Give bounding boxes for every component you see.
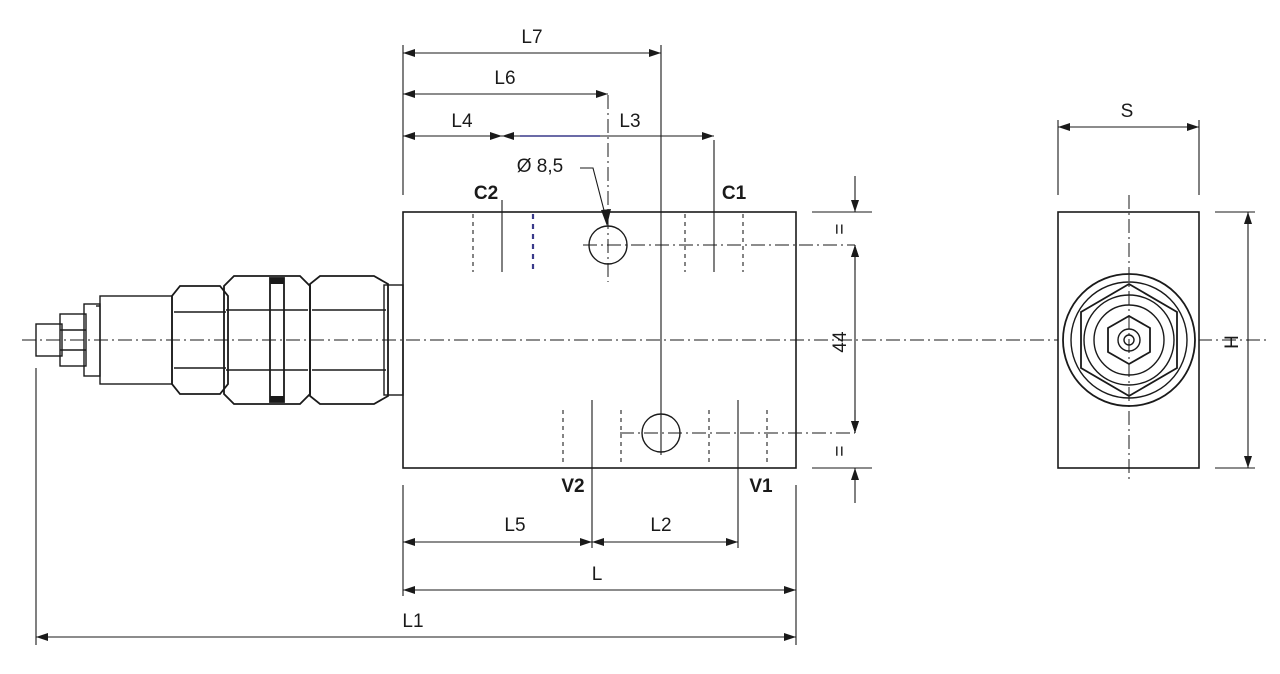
side-view-hex [1080,282,1178,398]
labels: L7 L6 L4 L3 Ø 8,5 C2 C1 V2 V1 L5 L2 L L1… [402,27,1243,632]
diameter-leader [580,167,607,219]
adjusting-screw [59,313,87,367]
label-l7: L7 [521,27,542,48]
label-l5: L5 [504,515,525,536]
label-equal-bottom: = [830,445,851,456]
valve-side-view [1057,195,1200,480]
cartridge-collar [383,284,404,396]
label-height-44: 44 [830,331,851,353]
label-l2: L2 [650,515,671,536]
cartridge-assembly [35,275,404,405]
label-port-c2: C2 [474,183,498,204]
side-view-outer-circle [1062,273,1196,407]
label-port-c1: C1 [722,183,747,204]
label-l3: L3 [619,111,640,132]
hidden-port-lines-top [472,140,744,272]
valve-body-front-view [22,45,1270,548]
label-equal-top: = [830,223,851,234]
medium-hex-nut [223,275,311,405]
label-l4: L4 [451,111,473,132]
side-view-inner-hex [1107,314,1151,366]
label-l: L [592,564,603,585]
lower-mounting-hole [620,413,855,453]
label-s: S [1121,101,1134,122]
upper-mounting-hole [583,95,855,282]
label-l1: L1 [402,611,423,632]
hidden-port-lines-bottom [562,400,768,548]
label-hole-diameter: Ø 8,5 [517,156,563,177]
label-port-v1: V1 [749,476,773,497]
dimension-lines [35,45,1255,645]
screw-tip [35,323,63,357]
label-h: H [1222,335,1243,349]
label-l6: L6 [494,68,515,89]
label-port-v2: V2 [561,476,584,497]
